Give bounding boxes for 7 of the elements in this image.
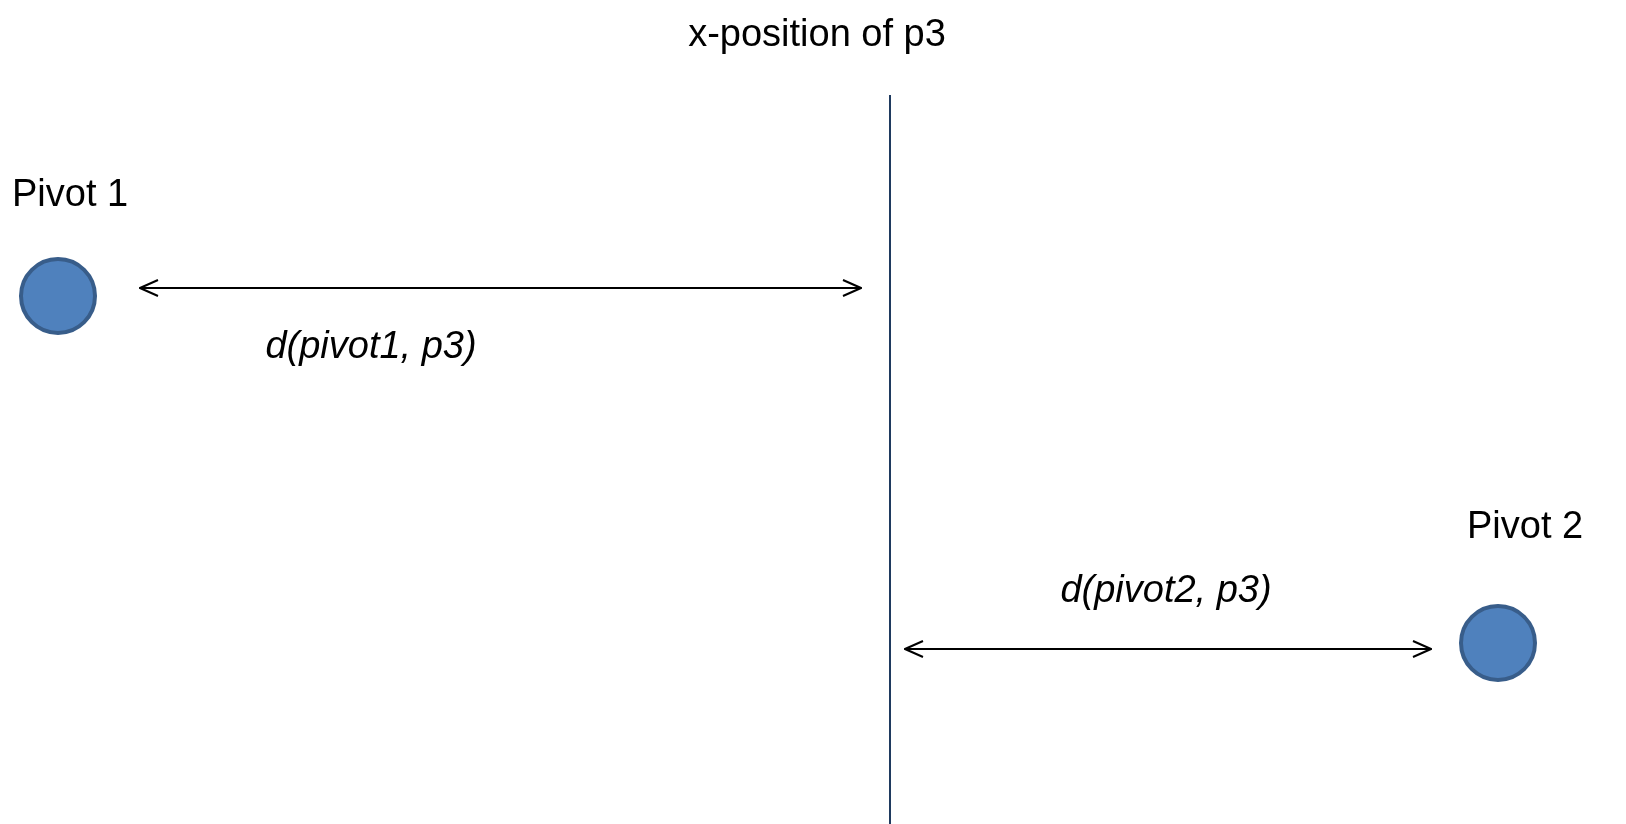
pivot-circle [1459, 604, 1537, 682]
pivot-label: Pivot 1 [12, 174, 129, 212]
distance-label: d(pivot1, p3) [265, 326, 477, 364]
distance-label: d(pivot2, p3) [1060, 570, 1272, 608]
pivot-circle [19, 257, 97, 335]
pivot-label: Pivot 2 [1467, 506, 1584, 544]
title: x-position of p3 [688, 14, 946, 52]
